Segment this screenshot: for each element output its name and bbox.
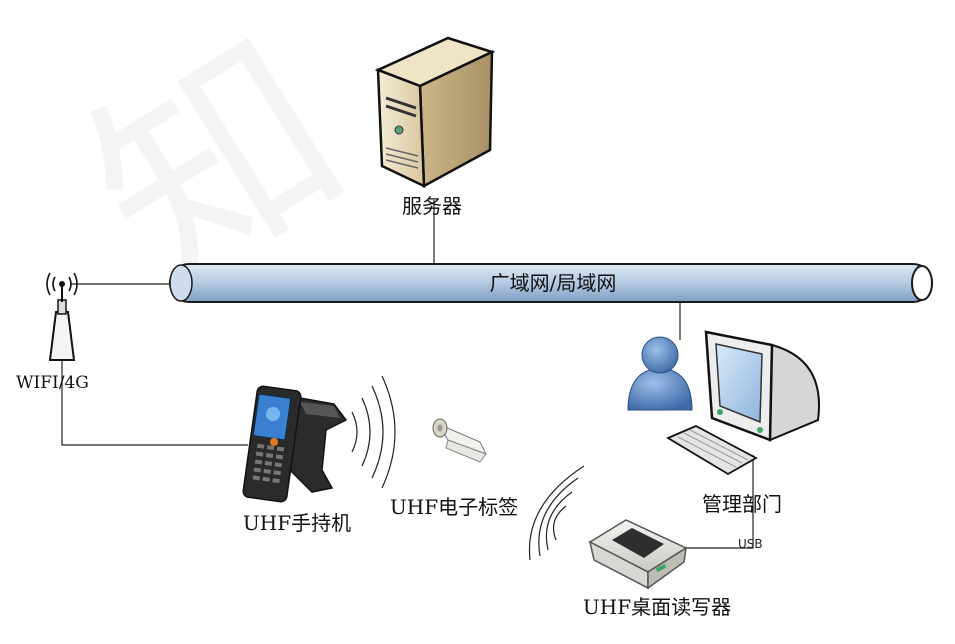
signal-waves-reader xyxy=(528,465,585,561)
keyboard-icon xyxy=(666,425,758,476)
handheld-label: UHF手持机 xyxy=(243,511,351,535)
handheld-scanner-icon xyxy=(242,385,348,503)
tag-label: UHF电子标签 xyxy=(390,495,518,519)
connection-lines xyxy=(61,200,754,549)
desktop-reader-label: UHF桌面读写器 xyxy=(583,595,731,619)
server-icon xyxy=(374,36,496,189)
rfid-tag-roll-icon xyxy=(432,418,488,463)
server-label: 服务器 xyxy=(402,194,462,218)
usb-label: USB xyxy=(738,537,763,551)
antenna-icon xyxy=(46,272,78,361)
usb-link xyxy=(686,455,754,549)
desktop-reader-icon xyxy=(588,519,688,590)
signal-waves-handheld xyxy=(351,375,396,489)
wifi-label: WIFI/4G xyxy=(16,373,89,393)
user-icon xyxy=(627,336,693,411)
network-pipe: 广域网/局域网 xyxy=(169,263,933,303)
network-label: 广域网/局域网 xyxy=(490,271,617,295)
management-label: 管理部门 xyxy=(702,492,782,516)
antenna-link-bottom xyxy=(61,360,248,446)
computer-icon xyxy=(704,330,820,442)
